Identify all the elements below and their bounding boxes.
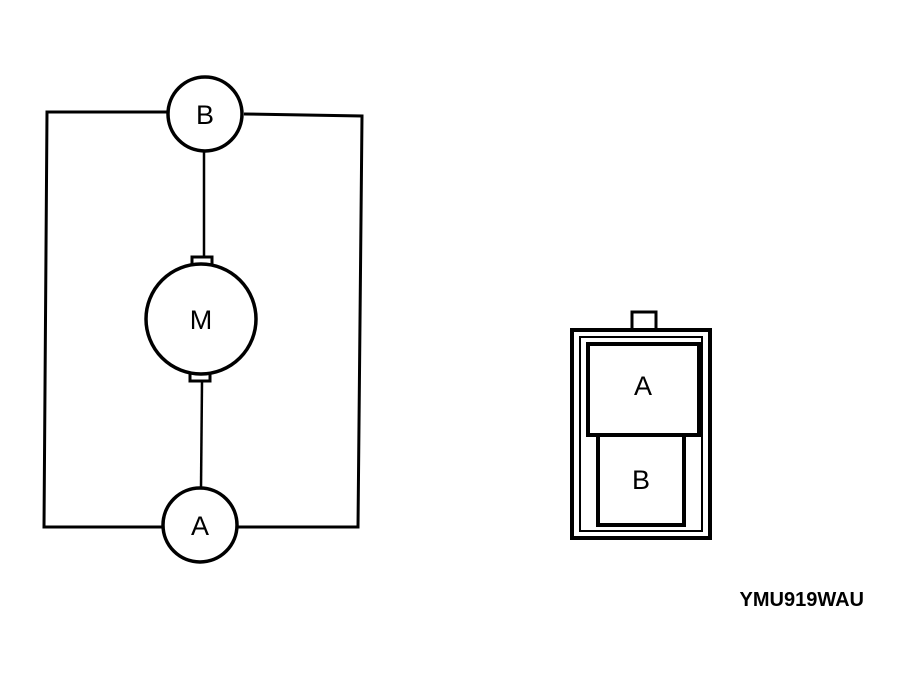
connector: A B: [570, 310, 712, 540]
terminal-b-label: B: [196, 100, 214, 130]
terminal-a: A: [161, 486, 239, 564]
connector-pin-a: [586, 342, 701, 437]
terminal-b: B: [166, 75, 244, 153]
connector-pin-b: [596, 433, 686, 527]
terminal-a-label: A: [191, 511, 209, 541]
wire-top-left: [42, 110, 167, 529]
connector-pin-b-label: B: [632, 465, 650, 495]
motor-body: [144, 262, 258, 376]
wire-top-right: [238, 112, 364, 529]
figure-code: YMU919WAU: [740, 589, 864, 611]
wire-motor-to-a: [199, 381, 204, 489]
circuit-wiring: [42, 110, 364, 529]
motor: M: [144, 255, 258, 383]
connector-housing-inner: [579, 336, 703, 532]
motor-label: M: [190, 305, 213, 335]
connector-pin-a-label: A: [634, 371, 652, 401]
